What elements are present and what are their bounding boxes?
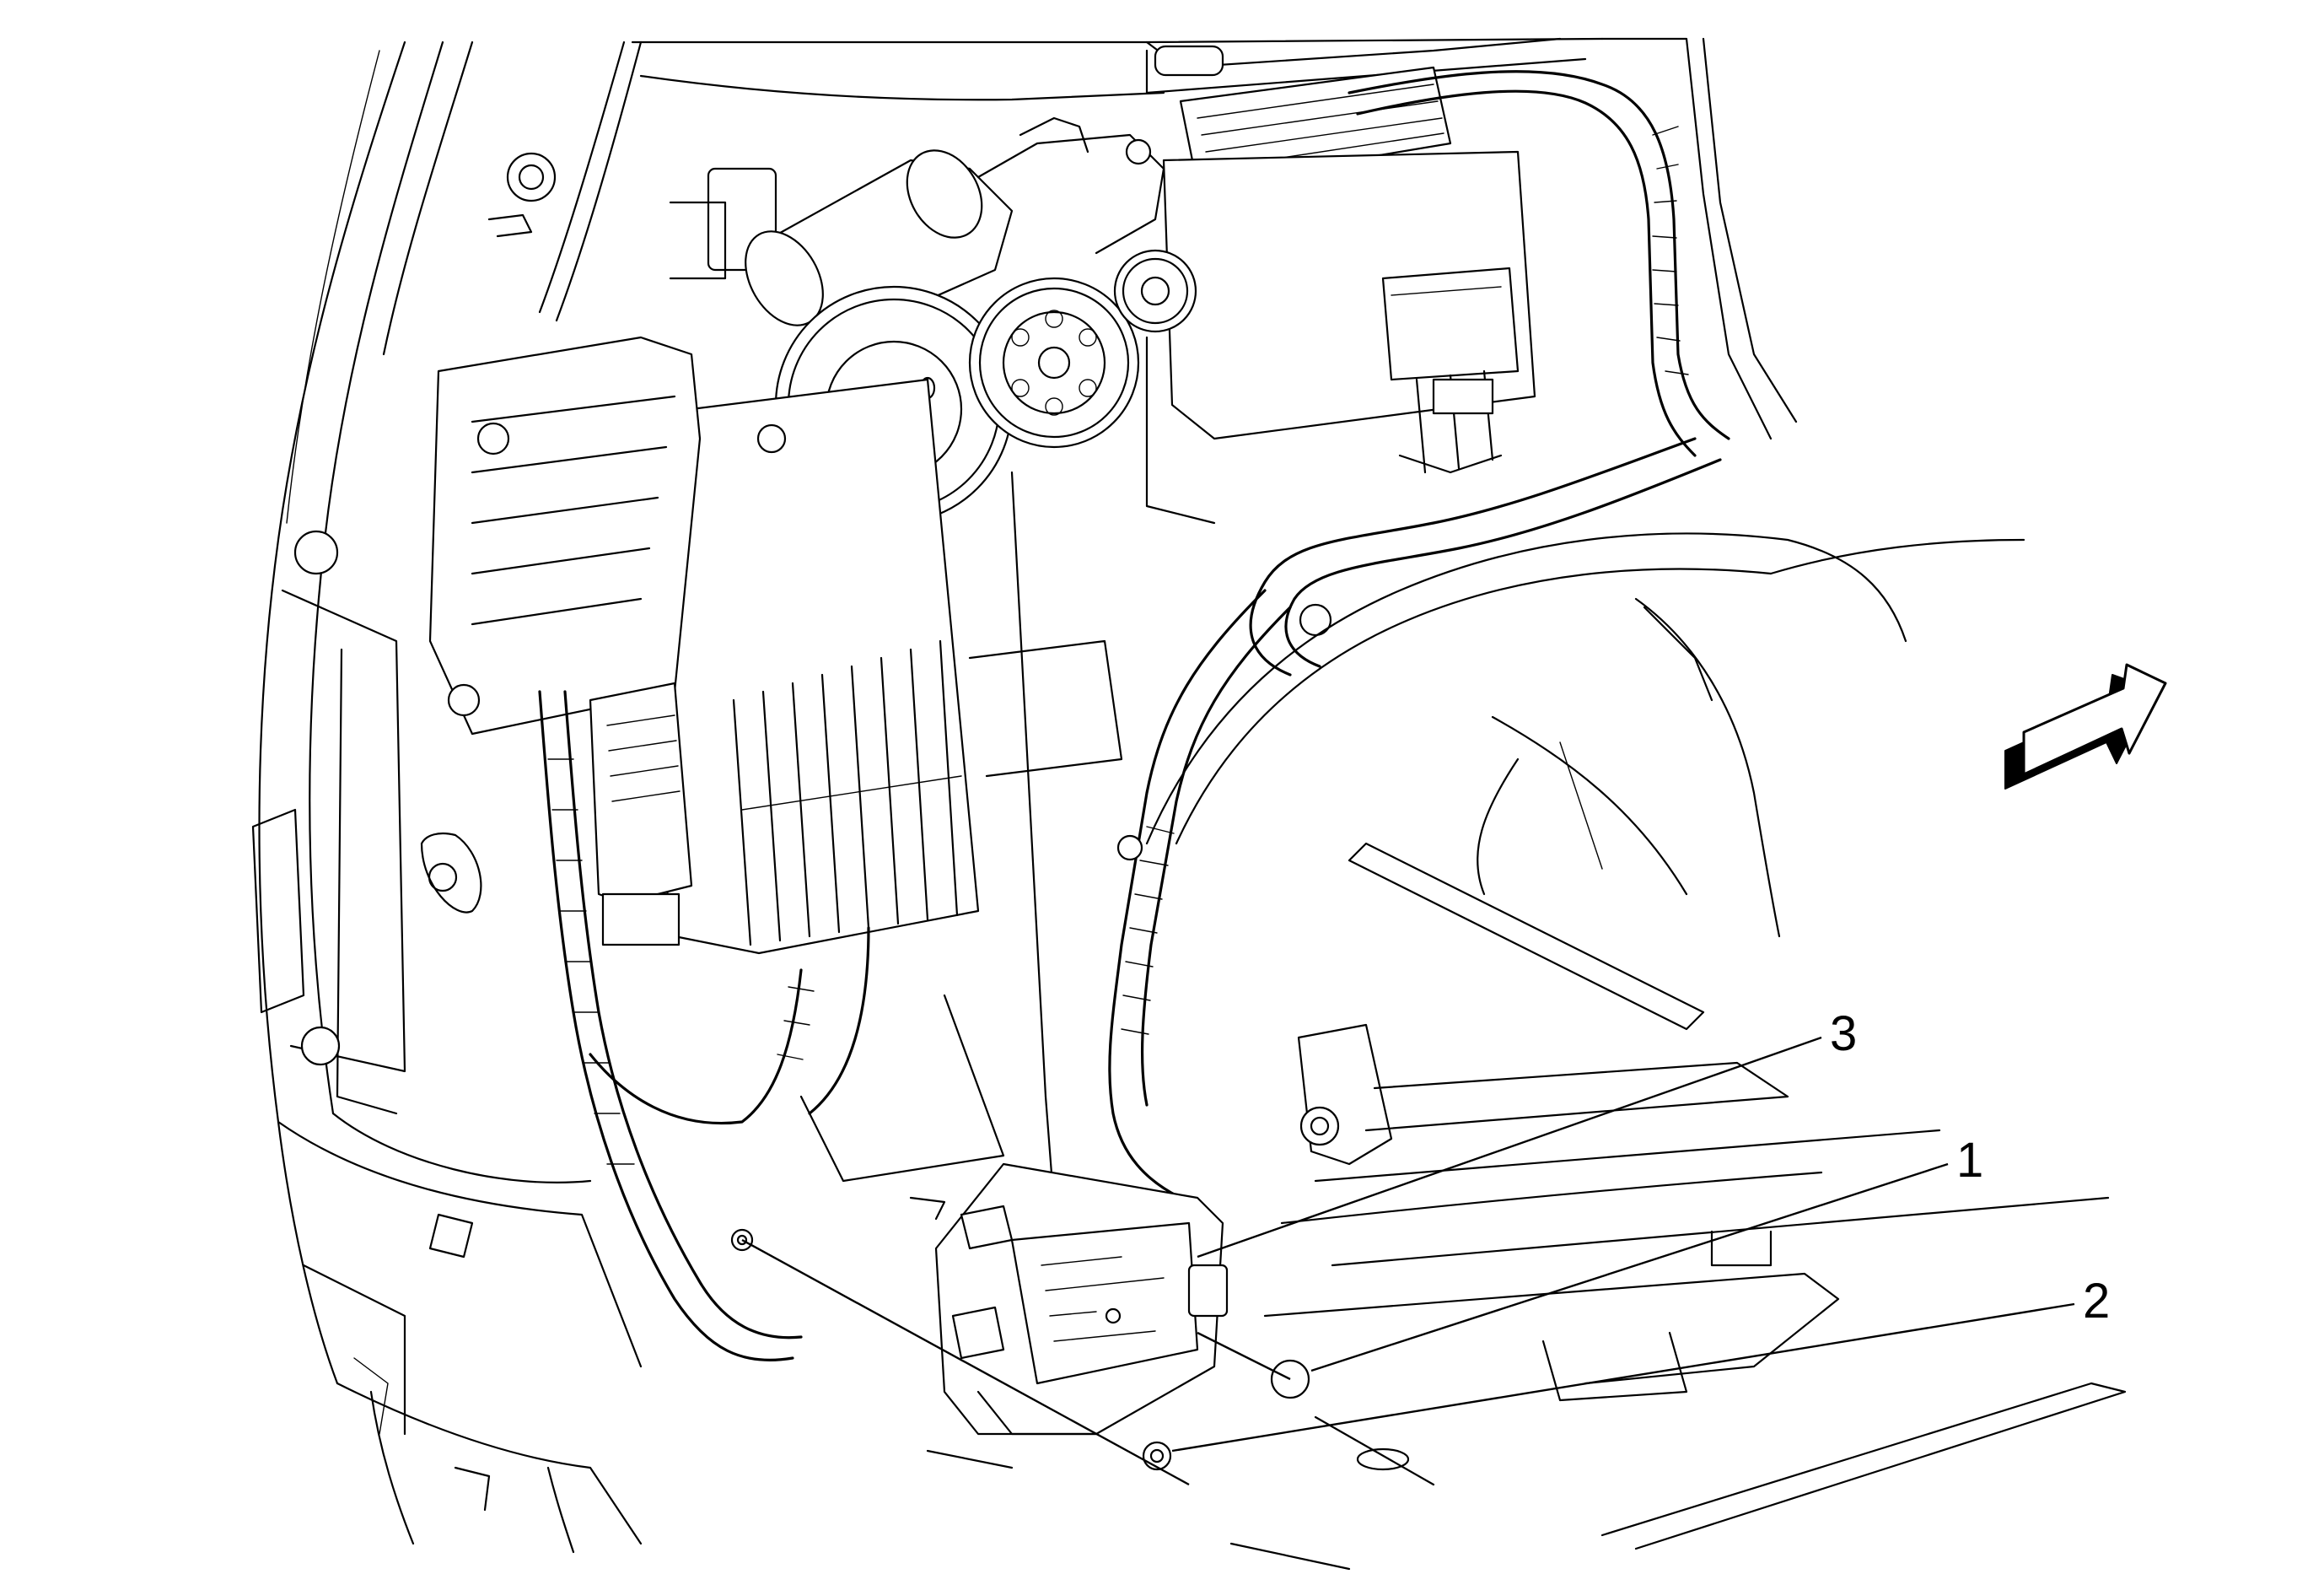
- inner-panel-lines: [293, 152, 1123, 1512]
- roof-trim: [631, 37, 1798, 440]
- connector-block: [589, 682, 693, 946]
- body-side-panel: [251, 40, 643, 1554]
- gear-medium: [968, 277, 1140, 449]
- liftgate-motor-assembly: [745, 116, 1165, 339]
- speaker-grille: [1179, 66, 1452, 187]
- fastener-nut: [1142, 1441, 1172, 1471]
- callout-3-label: 3: [1830, 1006, 1857, 1061]
- upper-wiring-harness: [1108, 70, 1730, 1199]
- rear-floor: [926, 1061, 2127, 1571]
- mounting-bracket: [428, 336, 787, 736]
- callout-3: 3: [1197, 1006, 1857, 1259]
- callout-1: 1: [1310, 1133, 1983, 1372]
- callout-2: 2: [1171, 1274, 2110, 1453]
- left-wiring-harness: [538, 690, 870, 1362]
- wheelhouse: [1145, 532, 2025, 1031]
- exploded-view-line-2: [1197, 1331, 1291, 1381]
- callout-1-label: 1: [1956, 1133, 1983, 1188]
- upper-control-module: [1145, 150, 1536, 525]
- harness-clip: [1297, 1023, 1393, 1166]
- forward-arrow-icon: [2004, 663, 2167, 790]
- gear-small: [1113, 249, 1197, 333]
- target-module-component: [909, 1162, 1229, 1436]
- exploded-view-line: [741, 1238, 1190, 1486]
- callout-2-label: 2: [2083, 1274, 2110, 1329]
